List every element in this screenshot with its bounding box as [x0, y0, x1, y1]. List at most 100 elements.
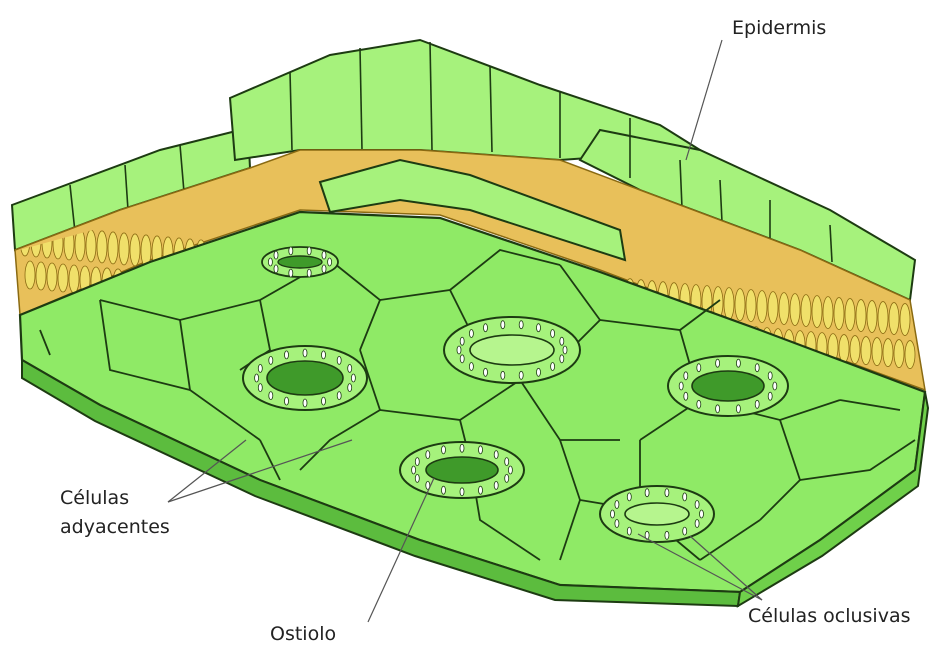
- guard-cell-slit: [460, 488, 464, 496]
- guard-cell-slit: [505, 458, 509, 466]
- guard-cell-slit: [695, 501, 699, 509]
- palisade-cell: [883, 339, 893, 367]
- guard-cell-slit: [457, 346, 461, 354]
- label-epidermis: Epidermis: [732, 17, 826, 39]
- guard-cell-slit: [268, 258, 272, 266]
- guard-cell-slit: [460, 444, 464, 452]
- guard-cell-slit: [303, 399, 307, 407]
- guard-cell-slit: [322, 351, 326, 359]
- guard-cell-slit: [285, 351, 289, 359]
- guard-cell-slit: [537, 368, 541, 376]
- guard-cell-slit: [289, 247, 293, 255]
- guard-cell-slit: [665, 489, 669, 497]
- guard-cell-slit: [274, 265, 278, 273]
- guard-cell-slit: [627, 527, 631, 535]
- guard-cell-slit: [684, 392, 688, 400]
- guard-cell-slit: [307, 247, 311, 255]
- guard-cell-slit: [755, 364, 759, 372]
- stoma-notch: [262, 247, 338, 277]
- guard-cell-slit: [736, 405, 740, 413]
- palisade-cell: [69, 265, 79, 293]
- palisade-cell: [872, 338, 882, 366]
- guard-cell-slit: [508, 466, 512, 474]
- stoma-center-top: [444, 317, 580, 383]
- guard-cell-slit: [415, 474, 419, 482]
- palisade-cell: [746, 290, 756, 322]
- guard-cell-slit: [484, 324, 488, 332]
- guard-cell-slit: [665, 531, 669, 539]
- label-guard-cells: Células oclusivas: [748, 605, 911, 627]
- guard-cell-slit: [501, 321, 505, 329]
- palisade-cell: [850, 336, 860, 364]
- palisade-cell: [900, 304, 910, 336]
- guard-cell-slit: [303, 349, 307, 357]
- palisade-cell: [97, 231, 107, 263]
- guard-cell-slit: [274, 251, 278, 259]
- guard-cell-slit: [322, 265, 326, 273]
- label-ostiole: Ostiolo: [270, 623, 336, 645]
- guard-cell-slit: [328, 258, 332, 266]
- palisade-cell: [889, 303, 899, 335]
- guard-cell-slit: [484, 368, 488, 376]
- guard-cell-slit: [337, 392, 341, 400]
- guard-cell-slit: [469, 363, 473, 371]
- label-adjacent-cells-line2: adyacentes: [60, 516, 170, 538]
- guard-cell-slit: [627, 493, 631, 501]
- palisade-cell: [812, 296, 822, 328]
- guard-cell-slit: [645, 489, 649, 497]
- guard-cell-slit: [519, 321, 523, 329]
- palisade-cell: [839, 335, 849, 363]
- palisade-cell: [119, 233, 129, 265]
- palisade-cell: [801, 295, 811, 327]
- guard-cell-slit: [322, 397, 326, 405]
- guard-cell-slit: [494, 451, 498, 459]
- guard-cell-slit: [269, 392, 273, 400]
- guard-cell-slit: [560, 337, 564, 345]
- guard-cell-slit: [615, 501, 619, 509]
- guard-cell-slit: [501, 371, 505, 379]
- stoma-right: [668, 356, 788, 416]
- guard-cell-slit: [255, 374, 259, 382]
- guard-cell-slit: [755, 400, 759, 408]
- guard-cell-slit: [683, 493, 687, 501]
- guard-cell-slit: [415, 458, 419, 466]
- guard-cell-slit: [442, 446, 446, 454]
- guard-cell-slit: [716, 359, 720, 367]
- palisade-cell: [47, 263, 57, 291]
- guard-cell-slit: [460, 337, 464, 345]
- leader-epidermis: [686, 40, 722, 160]
- palisade-cell: [861, 337, 871, 365]
- palisade-cell: [86, 230, 96, 262]
- palisade-cell: [878, 302, 888, 334]
- palisade-cell: [36, 262, 46, 290]
- guard-cell-slit: [289, 269, 293, 277]
- guard-cell-slit: [537, 324, 541, 332]
- guard-cell-slit: [611, 510, 615, 518]
- guard-cell-slit: [768, 392, 772, 400]
- palisade-cell: [823, 297, 833, 329]
- label-adjacent-cells-line1: Células: [60, 487, 129, 509]
- guard-cell-slit: [494, 481, 498, 489]
- palisade-cell: [856, 300, 866, 332]
- palisade-cell: [108, 232, 118, 264]
- guard-cell-slit: [412, 466, 416, 474]
- guard-cell-slit: [460, 355, 464, 363]
- guard-cell-slit: [679, 382, 683, 390]
- guard-cell-slit: [684, 372, 688, 380]
- guard-cell-slit: [258, 364, 262, 372]
- palisade-cell: [845, 299, 855, 331]
- guard-cell-slit: [351, 374, 355, 382]
- guard-cell-slit: [768, 372, 772, 380]
- stoma-closed: [600, 486, 714, 542]
- palisade-cell: [735, 289, 745, 321]
- palisade-cell: [867, 301, 877, 333]
- palisade-cell: [724, 288, 734, 320]
- guard-cell-slit: [519, 371, 523, 379]
- palisade-cell: [779, 293, 789, 325]
- guard-cell-slit: [442, 486, 446, 494]
- guard-cell-slit: [479, 486, 483, 494]
- guard-cell-slit: [697, 364, 701, 372]
- palisade-cell: [58, 264, 68, 292]
- guard-cell-slit: [695, 520, 699, 528]
